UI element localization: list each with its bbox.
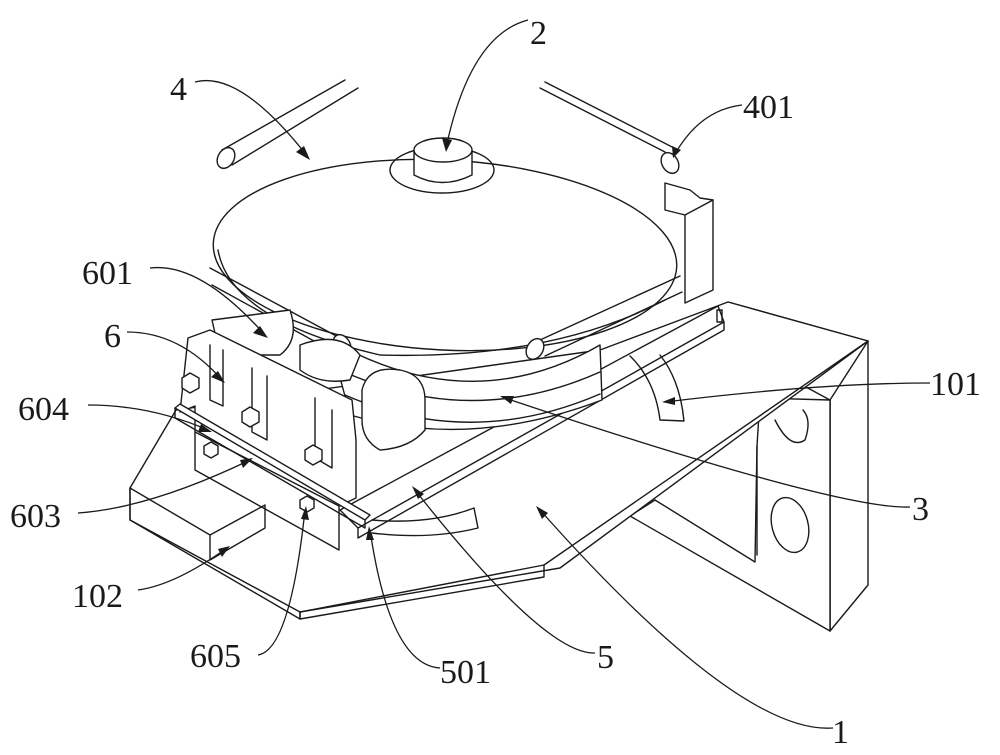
arrow-603 [240, 458, 253, 468]
arrow-2 [442, 138, 452, 152]
leader-2 [445, 19, 529, 149]
label-2: 2 [530, 15, 547, 52]
arrow-6 [211, 371, 225, 383]
leader-3 [504, 397, 911, 508]
label-5: 5 [597, 639, 614, 676]
leader-605 [257, 509, 306, 656]
tube-left-top [216, 79, 359, 170]
leader-604 [87, 404, 209, 431]
arrow-605 [301, 506, 309, 520]
knob-roller [361, 368, 426, 451]
label-4: 4 [170, 71, 187, 108]
arrow-4 [296, 146, 310, 160]
turntable-disc [209, 79, 683, 361]
hex-bolt [241, 406, 260, 428]
label-501: 501 [440, 654, 491, 691]
slide-bar [174, 403, 371, 521]
label-102: 102 [72, 578, 123, 615]
arrow-5 [412, 486, 424, 499]
hex-bolt [304, 444, 323, 466]
label-604: 604 [18, 391, 69, 428]
leader-603 [77, 459, 251, 514]
mounting-hole-lower [770, 496, 810, 554]
small-bolt [203, 441, 219, 459]
arrow-601 [253, 326, 268, 338]
label-603: 603 [10, 498, 61, 535]
leader-6 [126, 331, 223, 381]
label-6: 6 [104, 318, 121, 355]
leader-501 [369, 529, 441, 669]
leader-4 [194, 80, 309, 158]
clamp-assembly [174, 309, 426, 551]
arc-guide-slot [629, 354, 685, 422]
mounting-hole-upper [774, 409, 809, 444]
arrow-501 [366, 526, 374, 540]
label-401: 401 [743, 89, 794, 126]
leader-102 [137, 547, 228, 591]
label-101: 101 [930, 366, 981, 403]
leader-5 [414, 489, 596, 654]
label-1: 1 [832, 714, 849, 751]
arrow-102 [218, 546, 230, 557]
arrow-604 [198, 424, 212, 432]
leader-lines [77, 19, 931, 729]
leader-1 [539, 509, 834, 729]
base-bracket [129, 301, 869, 632]
small-bolt [299, 495, 315, 513]
arrow-401 [672, 146, 681, 158]
tube-right-bottom [525, 275, 683, 361]
arrow-101 [662, 397, 675, 405]
center-shaft [389, 137, 495, 194]
leader-601 [149, 266, 266, 336]
label-3: 3 [912, 491, 929, 528]
arrow-1 [536, 506, 548, 519]
leader-401 [674, 104, 743, 155]
label-605: 605 [190, 638, 241, 675]
hex-bolt [181, 372, 200, 394]
arrow-3 [500, 396, 514, 404]
label-601: 601 [82, 255, 133, 292]
reference-labels: 2 4 401 601 6 604 603 102 605 501 5 1 3 … [10, 15, 981, 751]
tube-right-top [539, 81, 680, 175]
right-clamp-block [664, 182, 714, 304]
arc-slot-lower [371, 507, 479, 537]
clamping-roller [299, 338, 361, 382]
leader-101 [664, 382, 931, 403]
